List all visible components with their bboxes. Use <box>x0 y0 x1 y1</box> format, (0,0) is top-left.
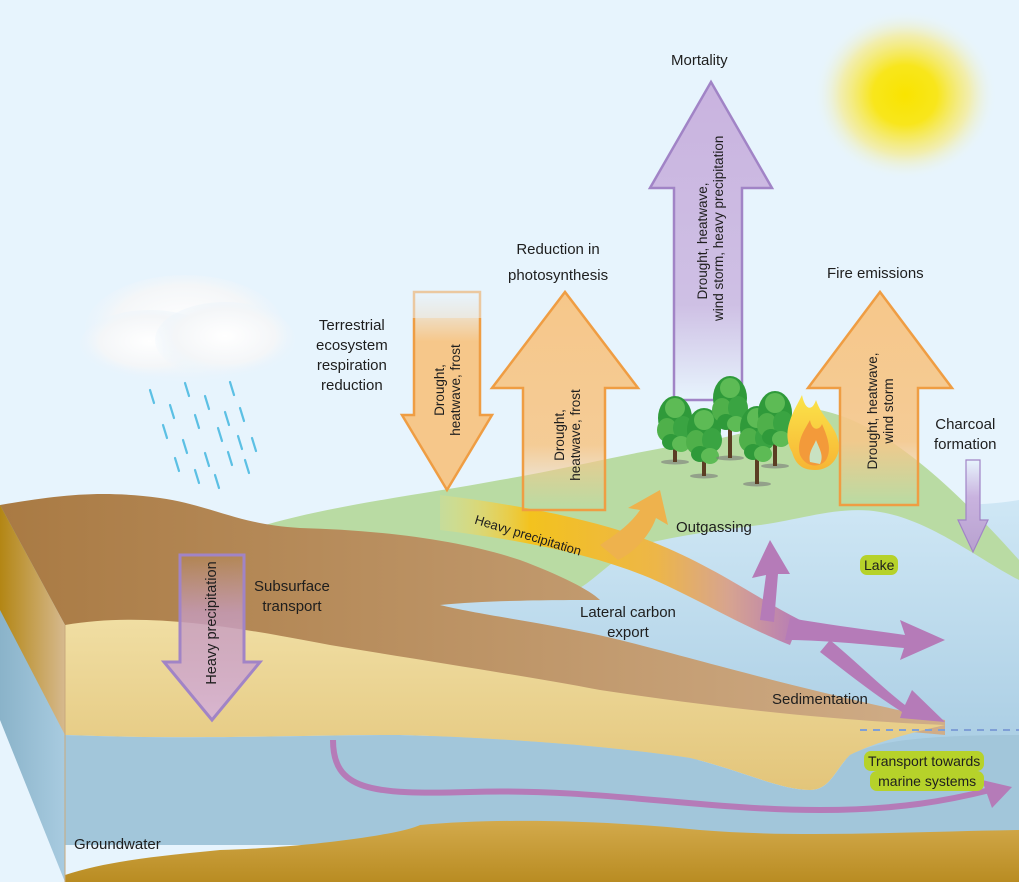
groundwater-flow <box>330 739 991 814</box>
mortality-drivers: Drought, heatwave, wind storm, heavy pre… <box>695 135 727 321</box>
respiration-label-line2: ecosystem <box>316 337 388 354</box>
charcoal-label-line1: Charcoal <box>935 416 996 433</box>
rain-drop <box>193 413 201 430</box>
marine-transport-line1: Transport towards <box>864 751 985 771</box>
respiration-drivers-line1: Drought, <box>432 364 447 416</box>
respiration-label-line1: Terrestrial <box>318 317 385 334</box>
charcoal-arrow <box>957 459 989 554</box>
rain-drop <box>226 450 234 467</box>
rain-drop <box>216 426 224 443</box>
respiration-drivers: Drought, heatwave, frost <box>432 340 464 440</box>
rain-drop <box>181 438 189 455</box>
rain-drop <box>203 451 211 468</box>
fire-drivers-line2: wind storm <box>881 378 896 444</box>
soil-precipitation-arrow <box>160 553 264 723</box>
forest-trees <box>657 376 793 487</box>
bedrock-layer <box>65 820 1019 882</box>
rain-drop <box>193 468 201 485</box>
rain-drop <box>250 436 258 453</box>
soil-precipitation-label: Heavy precipitation <box>204 561 220 685</box>
subsurface-label: Subsurface transport <box>254 577 330 617</box>
rain-drop <box>148 388 156 405</box>
charcoal-label-line2: formation <box>934 436 997 453</box>
groundwater-label: Groundwater <box>74 836 161 853</box>
mortality-drivers-line2: wind storm, heavy precipitation <box>711 135 726 321</box>
rain-drop <box>213 473 221 490</box>
charcoal-label: Charcoal formation <box>934 415 997 455</box>
tree-icon <box>757 391 793 469</box>
photosynthesis-arrow <box>489 289 641 512</box>
rain-cloud-icon <box>80 275 295 385</box>
respiration-label-line4: reduction <box>320 377 383 394</box>
mortality-label: Mortality <box>671 52 728 69</box>
mortality-arrow <box>647 79 775 402</box>
fire-emissions-label: Fire emissions <box>827 265 924 282</box>
photosynthesis-label: Reduction in photosynthesis <box>508 237 608 289</box>
rain-drop <box>203 394 211 411</box>
fire-emissions-arrow <box>805 289 955 507</box>
rain-drop <box>236 434 244 451</box>
groundwater-flow-arrowhead <box>982 780 1012 808</box>
lateral-export-label: Lateral carbon export <box>580 603 676 643</box>
subsurface-line2: transport <box>262 598 322 615</box>
subsurface-line1: Subsurface <box>254 578 330 595</box>
rain-drops <box>148 380 258 490</box>
rain-drop <box>168 403 176 420</box>
lateral-export-line2: export <box>607 624 649 641</box>
rain-drop <box>223 410 231 427</box>
respiration-drivers-line2: heatwave, frost <box>448 344 463 436</box>
marine-transport-label: Transport towards marine systems <box>864 751 985 791</box>
photosynthesis-drivers-line2: heatwave, frost <box>568 389 583 481</box>
block-side-soil <box>0 505 65 735</box>
fire-drivers-line1: Drought, heatwave, <box>865 352 880 470</box>
sedimentation-label: Sedimentation <box>772 691 868 708</box>
rain-drop <box>243 458 251 475</box>
outgassing-arrow-orange <box>600 490 668 560</box>
sand-layer <box>65 619 945 790</box>
photosynthesis-drivers-line1: Drought, <box>552 409 567 461</box>
marine-transport-line2: marine systems <box>870 771 985 791</box>
photosynthesis-label-line2: photosynthesis <box>508 267 609 284</box>
tree-icon <box>712 376 748 461</box>
fire-icon <box>787 395 839 470</box>
rain-drop <box>238 406 246 423</box>
rain-drop <box>173 456 181 473</box>
photosynthesis-label-line1: Reduction in <box>516 241 600 258</box>
rain-drop <box>161 423 169 440</box>
magenta-flow-arrows <box>752 540 945 722</box>
rain-drop <box>183 381 191 398</box>
respiration-label-line3: respiration <box>316 357 387 374</box>
outgassing-label: Outgassing <box>676 519 752 536</box>
rain-drop <box>228 380 236 397</box>
tree-icon <box>686 408 722 479</box>
lateral-export-line1: Lateral carbon <box>580 604 676 621</box>
sun-icon <box>813 10 997 180</box>
mortality-drivers-line1: Drought, heatwave, <box>695 182 710 300</box>
lateral-carbon-flow <box>440 495 800 645</box>
lake-label: Lake <box>860 555 899 575</box>
photosynthesis-drivers: Drought, heatwave, frost <box>552 385 584 485</box>
fire-drivers: Drought, heatwave, wind storm <box>865 346 897 476</box>
respiration-label: Terrestrial ecosystem respiration reduct… <box>316 316 388 396</box>
